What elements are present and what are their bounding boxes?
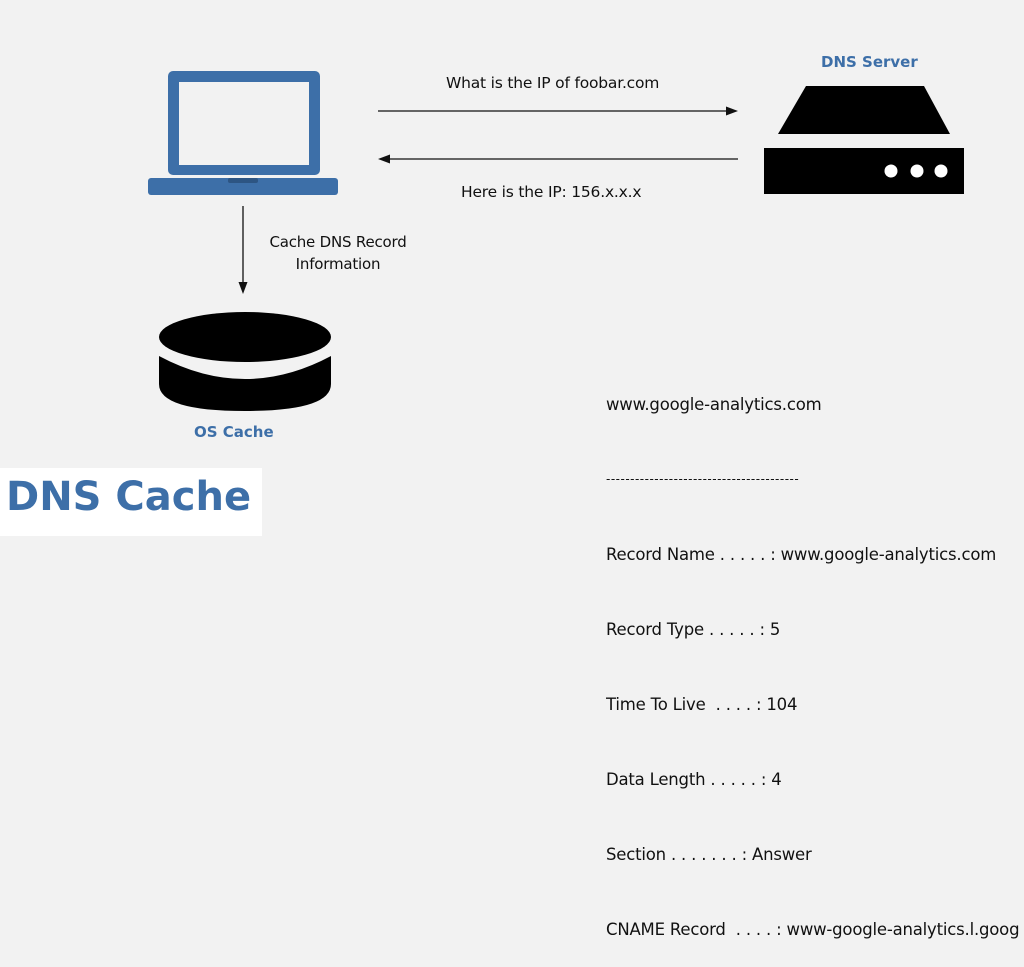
record-row: Record Type . . . . . : 5 — [606, 620, 781, 639]
response-arrow — [378, 154, 738, 164]
cache-label: Cache DNS Record Information — [258, 231, 418, 275]
dns-server-label: DNS Server — [821, 53, 918, 71]
record-domain: www.google-analytics.com — [606, 395, 822, 414]
record-separator: ---------------------------------------- — [606, 472, 800, 486]
dns-record-block: www.google-analytics.com ---------------… — [606, 342, 1024, 967]
cache-label-line1: Cache DNS Record — [269, 233, 407, 251]
cache-arrow — [238, 206, 248, 294]
server-icon — [764, 86, 964, 194]
os-cache-label: OS Cache — [194, 423, 274, 441]
request-arrow — [378, 106, 738, 116]
record-row: Time To Live . . . . : 104 — [606, 695, 798, 714]
page-title: DNS Cache — [6, 474, 252, 520]
cache-label-line2: Information — [295, 255, 381, 273]
record-row: Data Length . . . . . : 4 — [606, 770, 782, 789]
laptop-icon — [148, 71, 338, 195]
record-row: Section . . . . . . . : Answer — [606, 845, 812, 864]
record-row: CNAME Record . . . . : www-google-analyt… — [606, 920, 1020, 939]
request-label: What is the IP of foobar.com — [446, 74, 660, 92]
response-label: Here is the IP: 156.x.x.x — [461, 183, 642, 201]
title-box — [0, 468, 262, 536]
database-icon — [159, 312, 331, 411]
record-row: Record Name . . . . . : www.google-analy… — [606, 545, 997, 564]
